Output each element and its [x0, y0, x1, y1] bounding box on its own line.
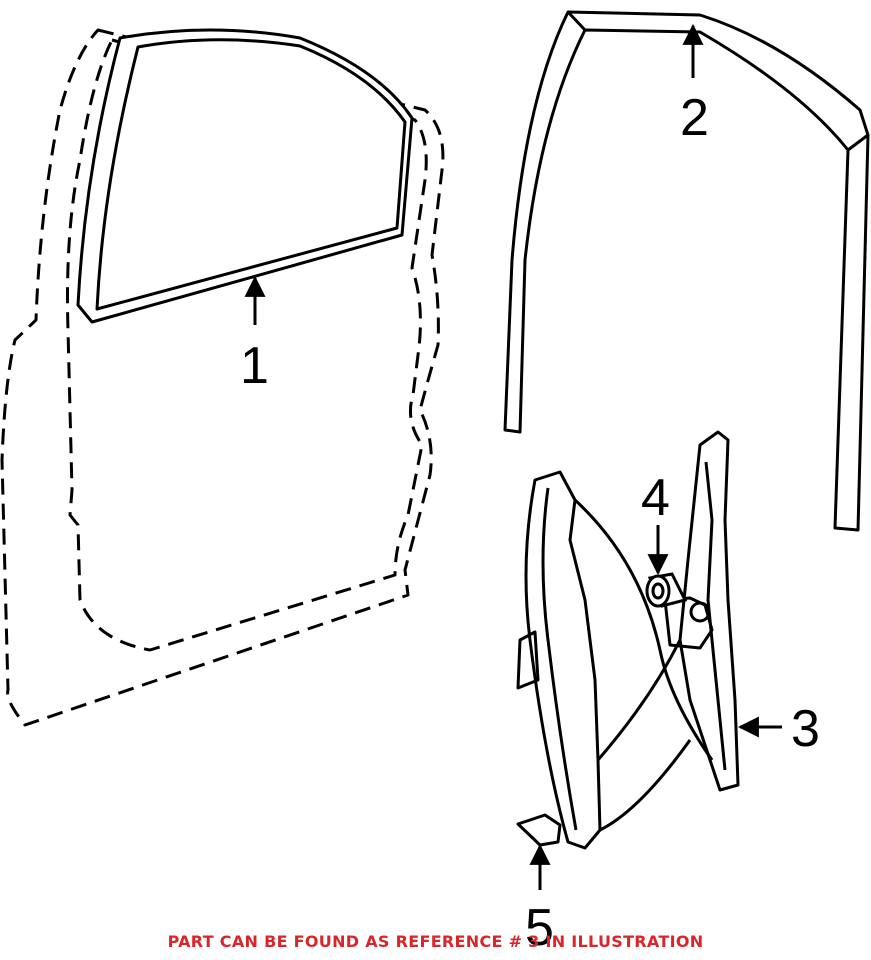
leader-arrows [244, 23, 782, 890]
callout-5: 5 [525, 899, 554, 957]
callout-4: 4 [641, 469, 670, 527]
glass-run-channel [503, 10, 870, 532]
door-shell-outline [0, 28, 445, 727]
callout-1: 1 [240, 337, 269, 395]
window-regulator [516, 430, 740, 850]
reference-note: PART CAN BE FOUND AS REFERENCE # 3 IN IL… [167, 932, 704, 951]
callout-2: 2 [680, 89, 709, 147]
callout-3: 3 [791, 700, 820, 758]
door-glass [76, 28, 414, 324]
window-motor [645, 572, 688, 608]
